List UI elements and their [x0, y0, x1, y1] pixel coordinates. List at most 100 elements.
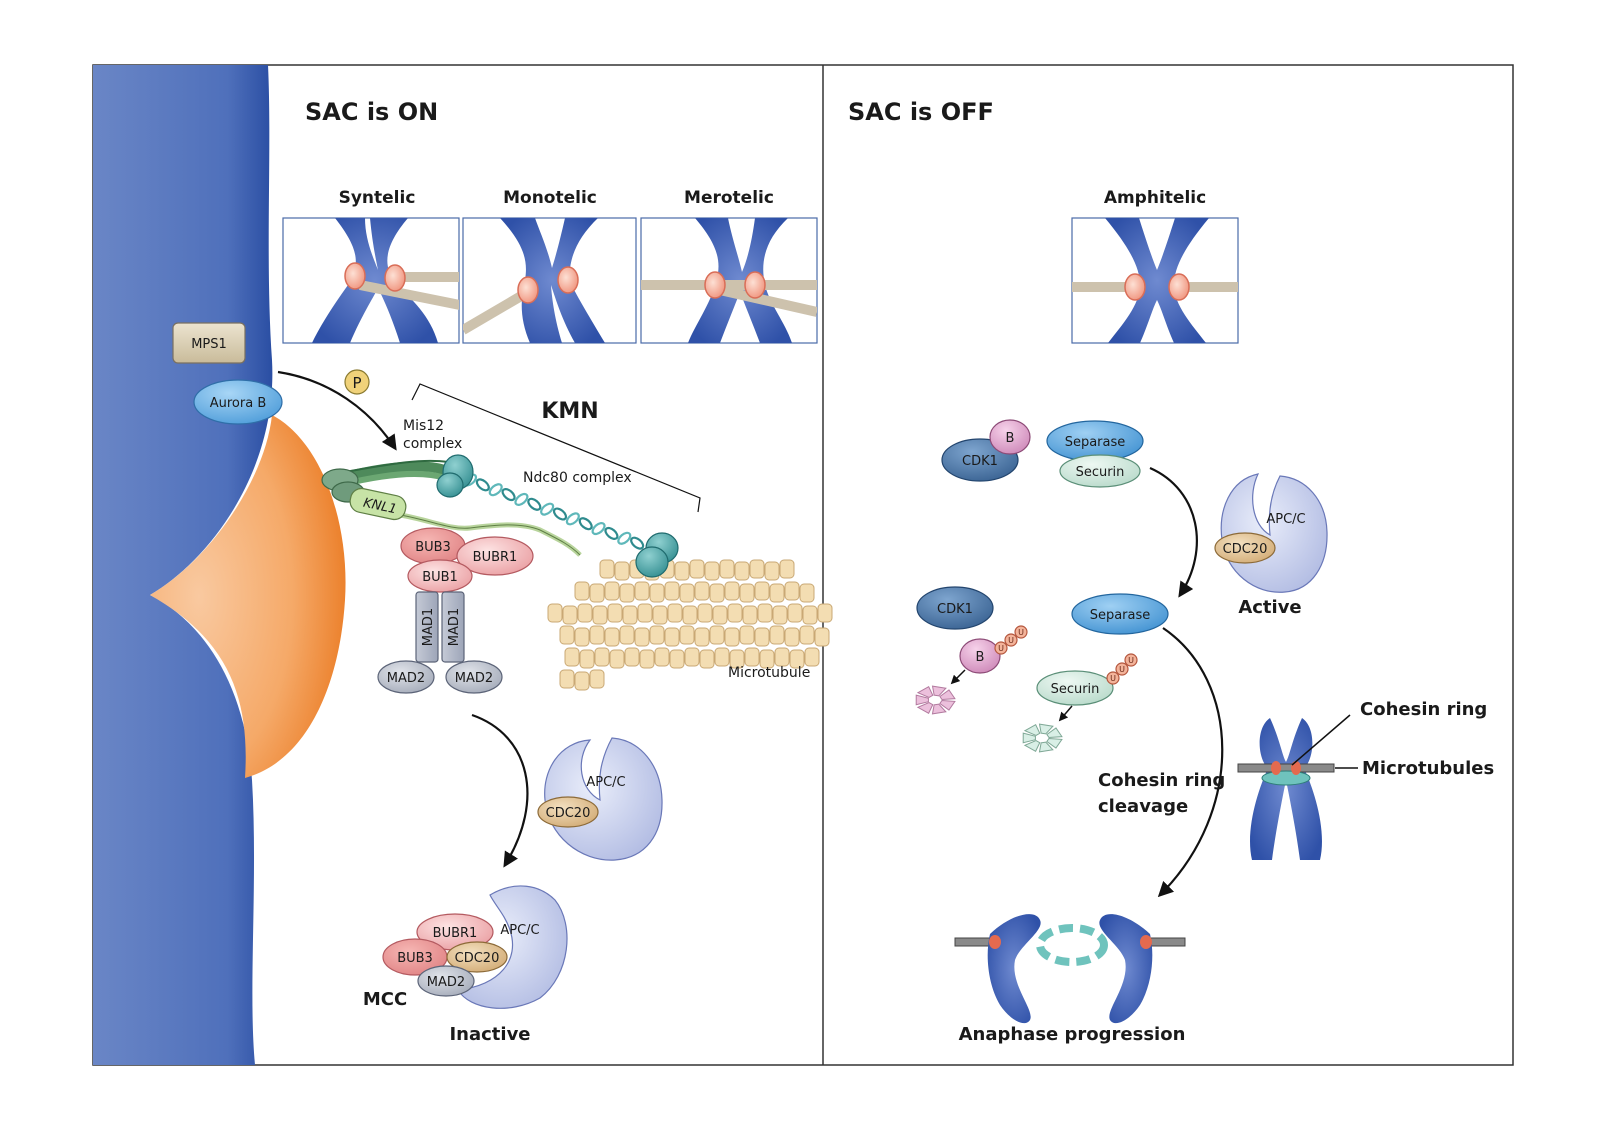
ndc80-helix-turn	[501, 488, 516, 502]
protein-fragment	[931, 685, 947, 697]
tubulin-subunit	[622, 605, 638, 625]
monotelic-label: Monotelic	[503, 188, 597, 208]
ubiquitin-label: U	[1128, 656, 1134, 665]
separase-label: Separase	[1065, 435, 1126, 450]
cyclin-b-ub-label: B	[976, 650, 985, 665]
tubulin-subunit	[669, 649, 685, 669]
tubulin-subunit	[779, 559, 795, 579]
tubulin-subunit	[649, 583, 665, 603]
ndc80-head-right	[635, 532, 679, 578]
tubulin-subunit	[729, 649, 745, 669]
tubulin-subunit	[769, 583, 785, 603]
ubiquitin	[994, 641, 1008, 655]
tubulin-subunit	[679, 625, 695, 645]
tubulin-subunit	[634, 627, 650, 647]
ubiquitin	[1004, 633, 1018, 647]
tubulin-subunit	[609, 649, 625, 669]
ndc80-helix-turn	[591, 522, 606, 536]
cdk1-label: CDK1	[962, 454, 998, 469]
mad2-right-label: MAD2	[455, 671, 493, 686]
tubulin-subunit	[604, 581, 620, 601]
tubulin-subunit	[799, 583, 815, 603]
cleavage-label-line2: cleavage	[1098, 796, 1188, 817]
cdc20-mcc	[446, 941, 508, 973]
anaphase-label: Anaphase progression	[959, 1024, 1186, 1045]
knl1-protein: KNL1	[349, 487, 407, 521]
tubulin-subunit	[637, 603, 653, 623]
tubulin-subunit	[604, 627, 620, 647]
tubulin-subunit	[674, 561, 690, 581]
ubiquitin-label: U	[1119, 665, 1125, 674]
syntelic-attachment	[282, 217, 460, 344]
mad1-left: MAD1	[415, 591, 439, 663]
securin-degradation-arrow	[1058, 705, 1073, 722]
tubulin-subunit	[757, 603, 773, 623]
tubulin-subunit	[789, 649, 805, 669]
tubulin-subunit	[739, 583, 755, 603]
bubr1-protein: BUBR1	[456, 536, 534, 576]
cohesin-cleavage-arrow	[1157, 627, 1224, 898]
ndc80-helix-turn	[578, 517, 593, 531]
tubulin-subunit	[594, 647, 610, 667]
cohesin-ring-label: Cohesin ring	[1360, 699, 1487, 720]
tubulin-subunit	[804, 647, 820, 667]
tubulin-subunit	[774, 647, 790, 667]
tubulin-subunit	[694, 581, 710, 601]
ubiquitin-label: U	[1008, 636, 1014, 645]
tubulin-subunit	[714, 647, 730, 667]
protein-fragment	[1022, 732, 1036, 744]
mps1-kinase: MPS1	[172, 322, 246, 364]
mcc-complex: APC/C BUBR1 BUB3 CDC20 MAD2	[382, 885, 568, 1009]
active-label: Active	[1238, 597, 1301, 618]
amphitelic-label: Amphitelic	[1104, 188, 1206, 208]
ubiquitin	[1106, 671, 1120, 685]
cdc20-left: CDC20	[537, 796, 599, 828]
tubulin-subunit	[634, 581, 650, 601]
ndc80-helix-turn	[527, 497, 542, 511]
tubulin-subunit	[619, 625, 635, 645]
cdc20-left-label: CDC20	[546, 806, 591, 821]
tubulin-subunit	[664, 581, 680, 601]
protein-fragment	[1046, 727, 1063, 739]
tubulin-subunit	[724, 627, 740, 647]
tubulin-subunit	[689, 559, 705, 579]
mad2-left: MAD2	[377, 660, 435, 694]
tubulin-subunit	[712, 605, 728, 625]
tubulin-subunit	[592, 605, 608, 625]
mcc-formation-arrow	[471, 713, 529, 868]
merotelic-label: Merotelic	[684, 188, 774, 208]
tubulin-subunit	[799, 625, 815, 645]
tubulin-subunit	[814, 627, 830, 647]
inactive-label: Inactive	[449, 1024, 530, 1045]
mad2-right: MAD2	[445, 660, 503, 694]
mad1-right-label: MAD1	[447, 608, 462, 646]
tubulin-subunit	[724, 581, 740, 601]
protein-fragment	[915, 694, 929, 706]
ndc80-helix-turn	[604, 526, 619, 540]
ubiquitin-chain-cyclin: UUU	[994, 625, 1028, 655]
tubulin-subunit	[589, 583, 605, 603]
ndc80-head-left	[436, 454, 474, 498]
tubulin-subunit	[742, 605, 758, 625]
phosphorylation-arrow	[277, 370, 397, 451]
apcc-mcc-label: APC/C	[500, 923, 539, 938]
aurora-b-label: Aurora B	[210, 396, 267, 411]
cdc20-active: CDC20	[1214, 532, 1276, 564]
ndc80-helix-turn	[475, 478, 490, 492]
tubulin-subunit	[559, 625, 575, 645]
syntelic-label: Syntelic	[339, 188, 416, 208]
amphitelic-attachment	[1071, 217, 1239, 344]
tubulin-subunit	[564, 647, 580, 667]
tubulin-subunit	[547, 603, 563, 623]
protein-fragment	[1023, 739, 1041, 752]
tubulin-subunit	[802, 605, 818, 625]
tubulin-subunit	[787, 603, 803, 623]
tubulin-subunit	[559, 669, 575, 689]
tubulin-subunit	[754, 581, 770, 601]
chromosome-arm	[93, 65, 273, 1065]
bub3-label: BUB3	[415, 540, 451, 555]
separase-release-arrow	[1149, 466, 1198, 598]
separase-free: Separase	[1071, 593, 1169, 635]
cdk1-free: CDK1	[916, 586, 994, 630]
ubiquitin-chain-securin: UUU	[1106, 653, 1138, 685]
